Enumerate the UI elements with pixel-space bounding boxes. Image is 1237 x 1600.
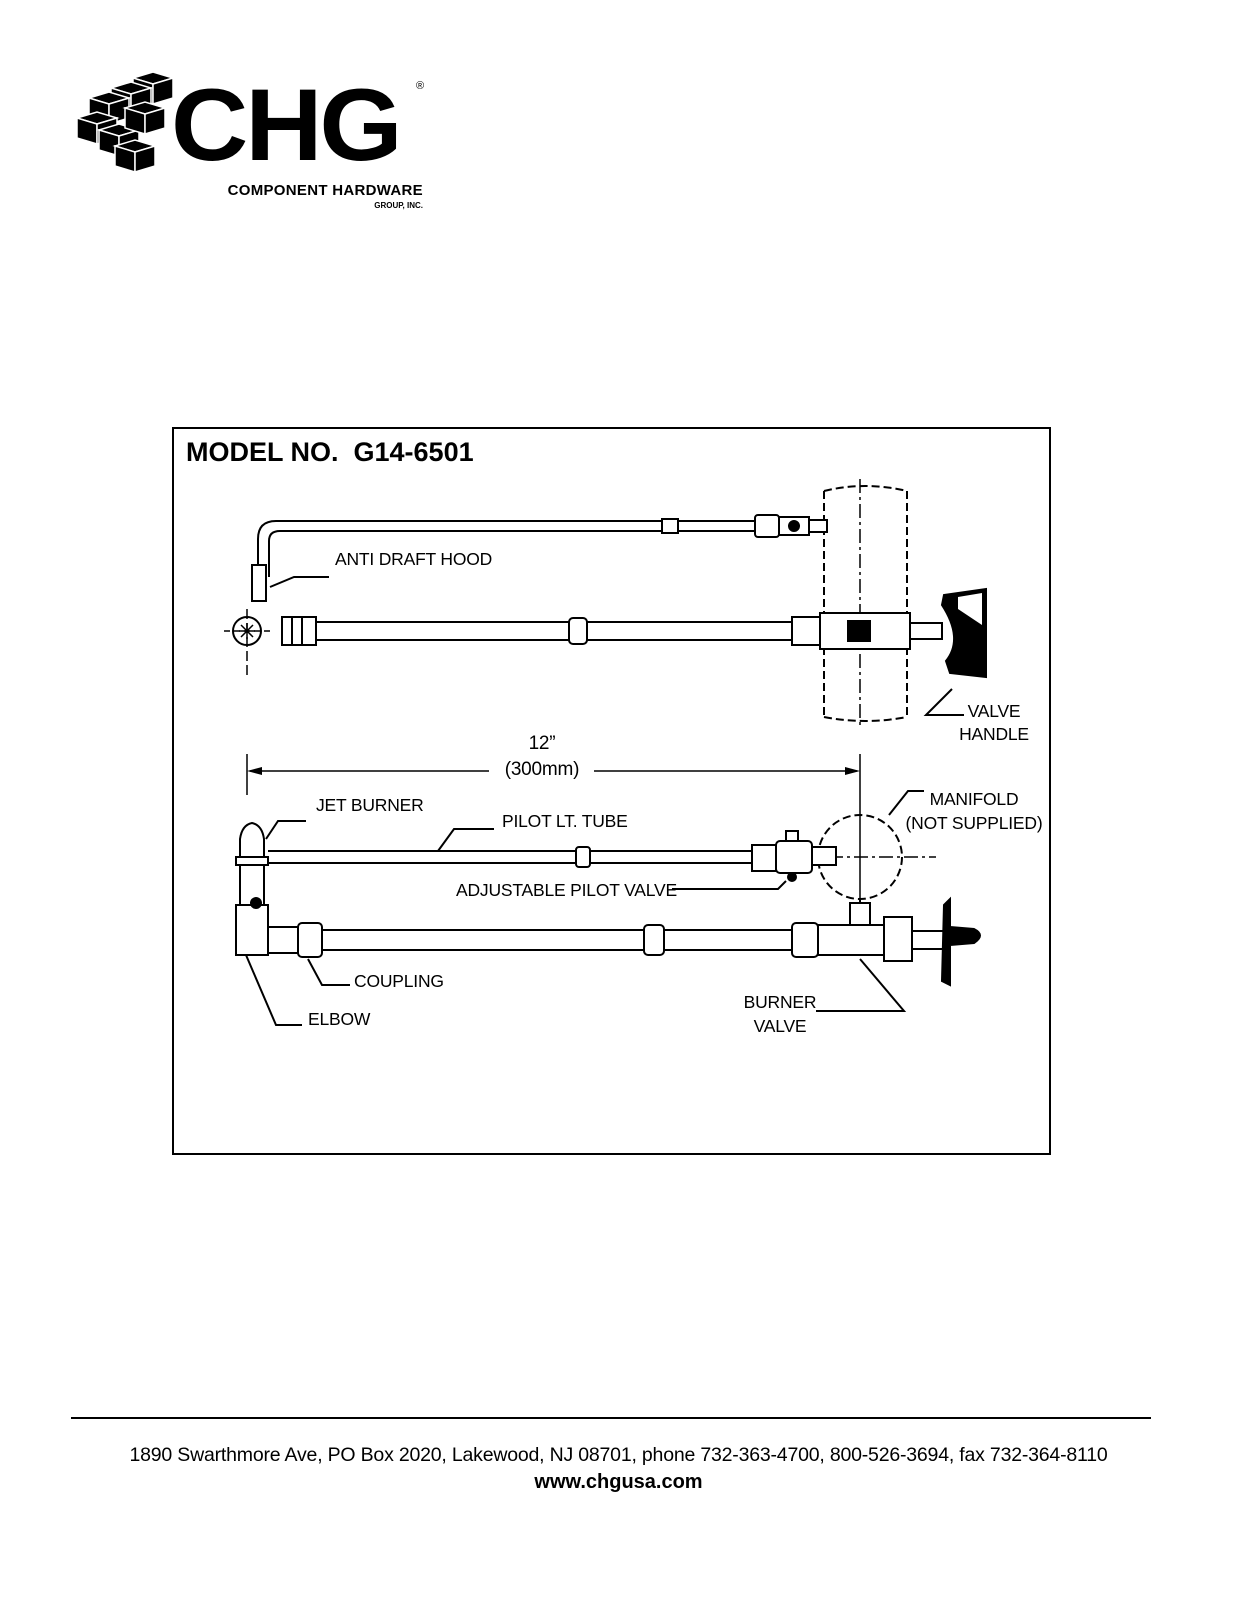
label-valve-handle-line2: HANDLE xyxy=(959,724,1029,744)
logo-wordmark: CHG xyxy=(171,68,403,182)
anti-draft-hood-part xyxy=(251,564,267,602)
label-valve-handle-line1: VALVE xyxy=(967,701,1021,721)
coupling-part xyxy=(297,922,323,958)
footer-divider xyxy=(71,1417,1151,1419)
label-burner-valve-line2: VALVE xyxy=(753,1016,807,1036)
label-elbow: ELBOW xyxy=(308,1009,371,1029)
registered-mark: ® xyxy=(416,80,425,92)
diagram-frame: MODEL NO. G14-6501 xyxy=(172,427,1051,1155)
logo-cubes-icon xyxy=(75,71,175,174)
label-jet-burner: JET BURNER xyxy=(316,795,424,815)
company-name: COMPONENT HARDWARE xyxy=(227,182,423,199)
burner-assembly-drawing xyxy=(224,479,987,1026)
model-number-title: MODEL NO. G14-6501 xyxy=(186,437,474,467)
label-pilot-lt-tube: PILOT LT. TUBE xyxy=(502,811,628,831)
jet-burner-part xyxy=(239,821,265,858)
burner-valve-part xyxy=(817,924,885,956)
label-coupling: COUPLING xyxy=(354,971,444,991)
elbow-part xyxy=(235,904,269,956)
adjustable-pilot-valve-part xyxy=(775,840,813,874)
label-adjustable-pilot-valve: ADJUSTABLE PILOT VALVE xyxy=(456,880,677,900)
dimension-mm: (300mm) xyxy=(504,759,580,780)
company-suffix: GROUP, INC. xyxy=(374,201,423,210)
footer-address: 1890 Swarthmore Ave, PO Box 2020, Lakewo… xyxy=(129,1444,1108,1466)
pilot-tube-top-view xyxy=(257,520,759,577)
valve-handle-side-view xyxy=(940,896,981,987)
label-manifold-line2: (NOT SUPPLIED) xyxy=(905,813,1043,833)
label-manifold-line1: MANIFOLD xyxy=(929,789,1019,809)
label-anti-draft-hood: ANTI DRAFT HOOD xyxy=(335,549,493,569)
footer-website-link[interactable]: www.chgusa.com xyxy=(534,1471,703,1493)
label-burner-valve-line1: BURNER xyxy=(743,992,817,1012)
manifold-pipe-top-view xyxy=(823,485,908,722)
company-logo: CHG ® COMPONENT HARDWARE GROUP, INC. xyxy=(75,68,435,218)
dimension-inches: 12” xyxy=(528,733,556,754)
